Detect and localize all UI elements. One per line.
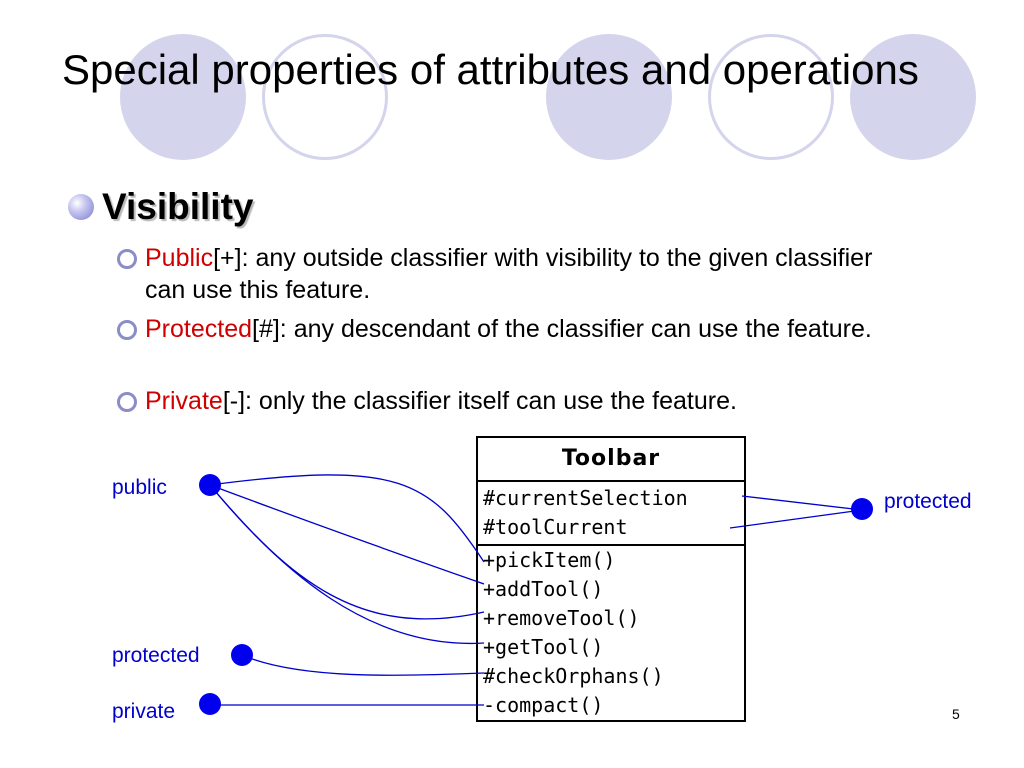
visibility-symbol: [#]: <box>252 315 287 343</box>
label-public: public <box>112 476 167 499</box>
public-endpoint-dot <box>199 474 221 496</box>
visibility-term: Public <box>145 244 214 272</box>
visibility-description: any outside classifier with visibility t… <box>145 244 873 304</box>
operation-row: +getTool() <box>483 635 604 659</box>
connector-public-addtool <box>209 484 485 585</box>
label-protected-left: protected <box>112 644 200 667</box>
ring-bullet-icon <box>117 249 137 269</box>
slide-title: Special properties of attributes and ope… <box>62 46 919 93</box>
protected-right-endpoint-dot <box>851 498 873 520</box>
connector-protected-checkorphans <box>241 654 485 676</box>
connector-public-pickitem <box>209 474 485 563</box>
visibility-description: any descendant of the classifier can use… <box>286 315 872 343</box>
sub-bullet-text: Protected[#]: any descendant of the clas… <box>145 313 872 345</box>
operation-row: +removeTool() <box>483 606 640 630</box>
operation-row: -compact() <box>483 693 604 717</box>
main-bullet-text: Visibility <box>102 186 254 227</box>
uml-class-box: Toolbar #currentSelection #toolCurrent +… <box>476 436 746 722</box>
class-name: Toolbar <box>478 438 744 482</box>
attributes-compartment: #currentSelection #toolCurrent <box>478 482 744 546</box>
sub-bullet-public: Public[+]: any outside classifier with v… <box>117 242 917 306</box>
main-bullet: Visibility <box>68 186 254 228</box>
sub-bullet-protected: Protected[#]: any descendant of the clas… <box>117 313 917 345</box>
visibility-term: Private <box>145 387 223 415</box>
connector-public-gettool <box>209 484 485 645</box>
page-number: 5 <box>952 706 960 722</box>
attribute-row: #currentSelection <box>483 486 688 510</box>
sub-bullet-text: Public[+]: any outside classifier with v… <box>145 242 917 306</box>
operation-row: +pickItem() <box>483 548 616 572</box>
visibility-term: Protected <box>145 315 253 343</box>
protected-endpoint-dot <box>231 644 253 666</box>
connector-protected-toolcurrent <box>729 509 863 529</box>
attribute-row: #toolCurrent <box>483 515 628 539</box>
visibility-symbol: [+] <box>213 244 242 272</box>
connector-public-removetool <box>209 484 485 620</box>
sub-bullet-text: Private[-]: only the classifier itself c… <box>145 385 737 417</box>
label-private: private <box>112 700 176 723</box>
decorative-circle <box>120 34 246 160</box>
decorative-ring <box>708 34 834 160</box>
decorative-ring <box>262 34 388 160</box>
private-endpoint-dot <box>199 693 221 715</box>
ring-bullet-icon <box>117 392 137 412</box>
operation-row: #checkOrphans() <box>483 664 664 688</box>
separator: : <box>241 244 249 272</box>
decorative-circle <box>546 34 672 160</box>
decorative-circle <box>850 34 976 160</box>
visibility-description: only the classifier itself can use the f… <box>251 387 737 415</box>
operation-row: +addTool() <box>483 577 604 601</box>
operations-compartment: +pickItem() +addTool() +removeTool() +ge… <box>478 546 744 720</box>
connector-protected-currentselection <box>741 495 863 511</box>
sub-bullet-private: Private[-]: only the classifier itself c… <box>117 385 917 417</box>
ring-bullet-icon <box>117 320 137 340</box>
bullet-dot-icon <box>68 194 94 220</box>
visibility-symbol: [-]: <box>222 387 252 415</box>
label-protected-right: protected <box>884 490 972 513</box>
